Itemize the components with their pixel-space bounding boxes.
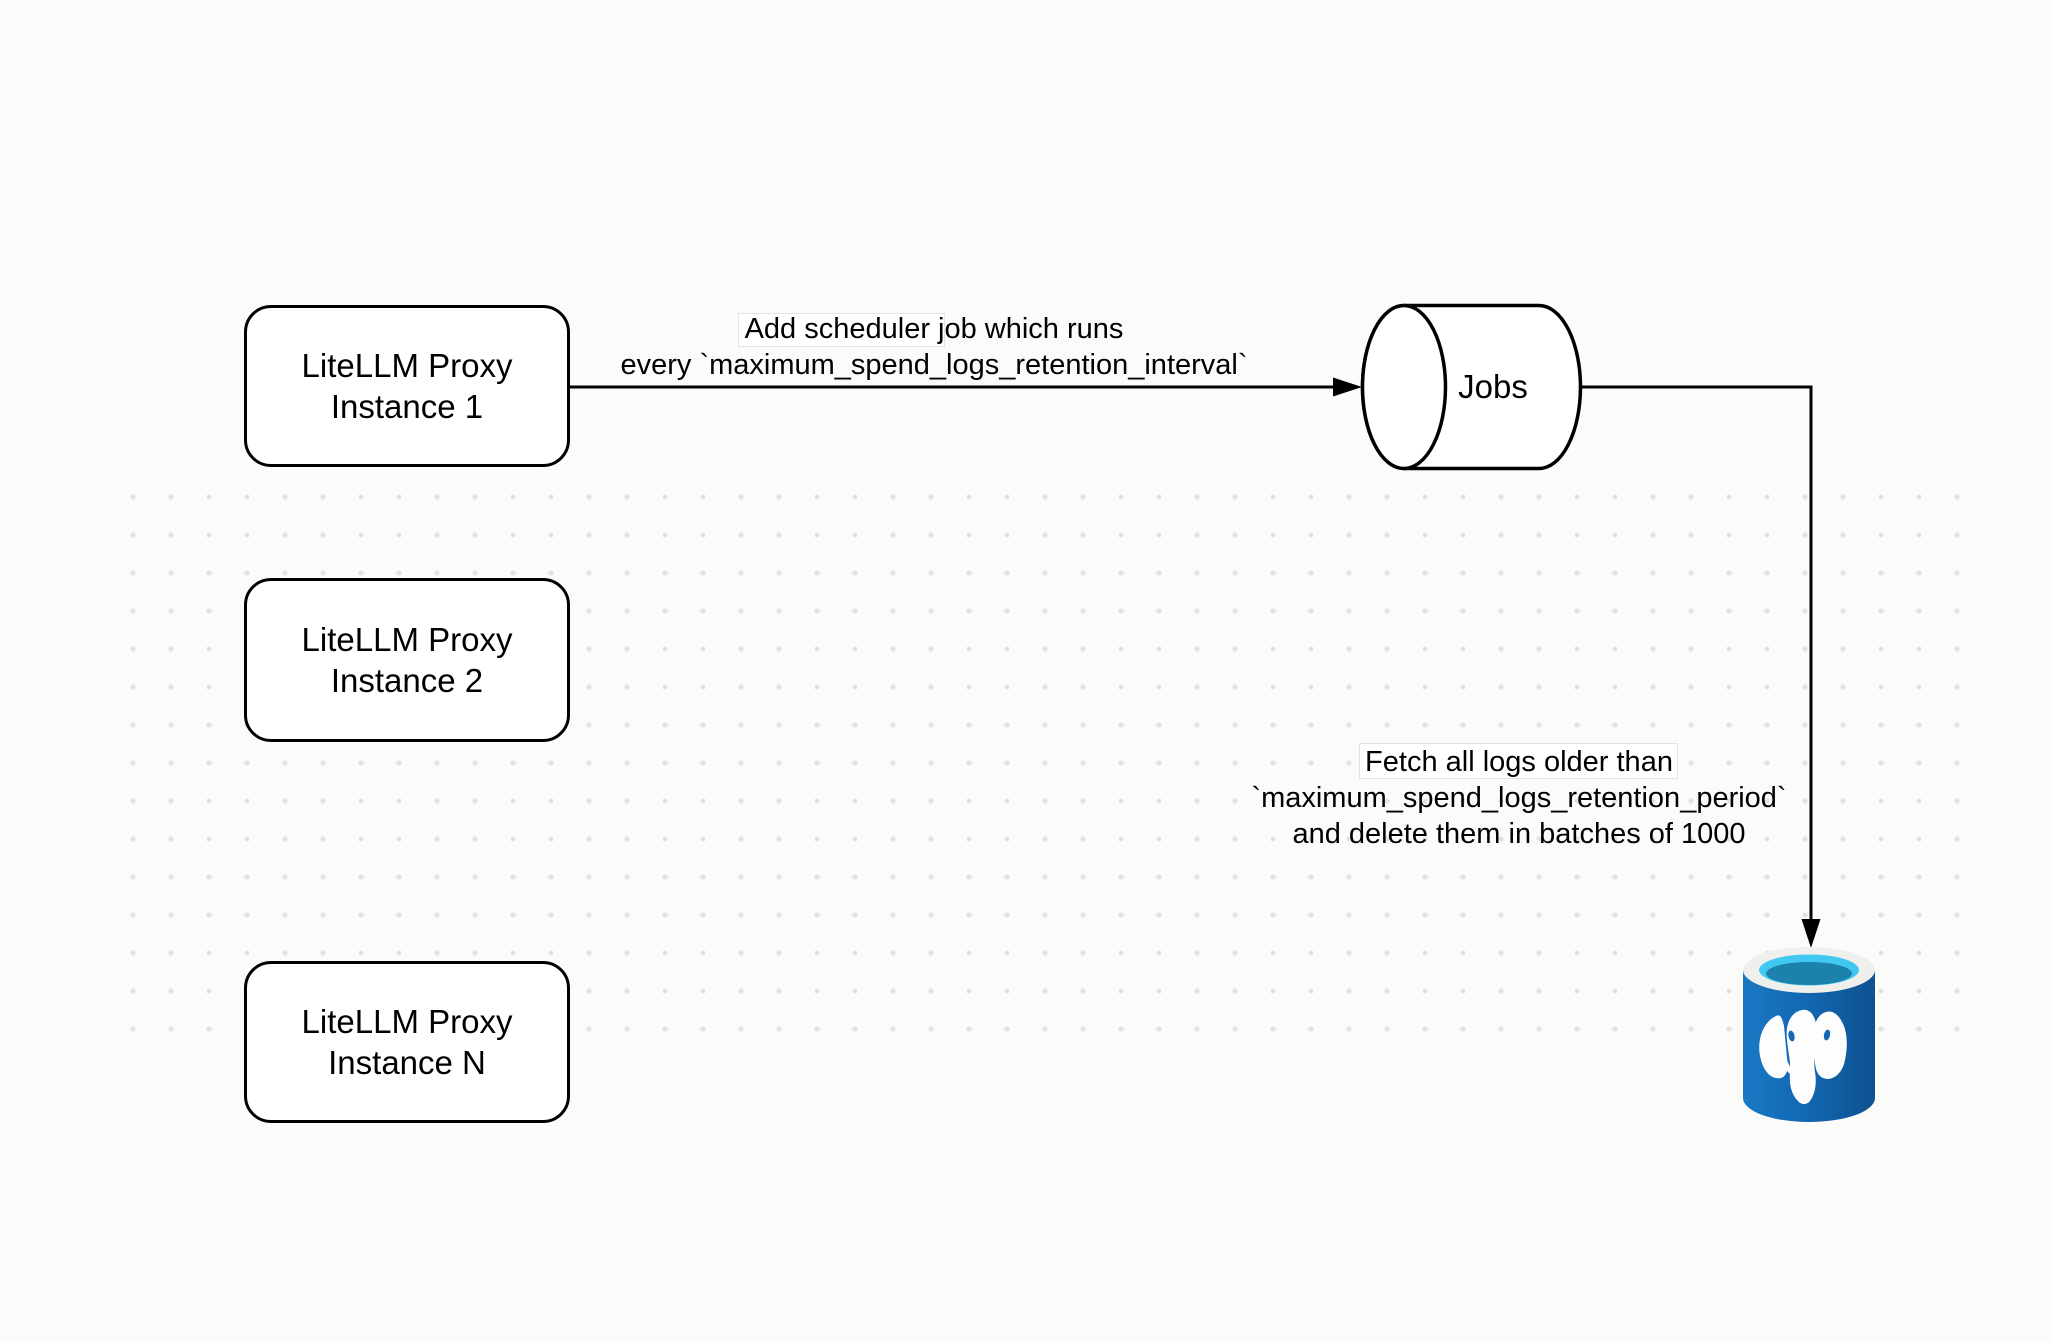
- node-label-line: LiteLLM Proxy: [301, 1003, 513, 1040]
- node-litellm-proxy-instance-1: LiteLLM Proxy Instance 1: [244, 305, 570, 467]
- edge-label-cleanup: Fetch all logs older than `maximum_spend…: [1169, 744, 1869, 852]
- node-label-line: LiteLLM Proxy: [301, 347, 513, 384]
- edge-scheduler-arrow: [570, 377, 1362, 397]
- postgresql-database-icon: [1743, 947, 1875, 1122]
- jobs-queue-label: Jobs: [1458, 368, 1528, 405]
- edge-cleanup-arrow: [1581, 385, 1821, 948]
- elephant-right-eye: [1823, 1029, 1831, 1041]
- arrowhead-down-icon: [1801, 919, 1821, 948]
- arrowhead-right-icon: [1333, 377, 1362, 397]
- elephant-left-eye: [1788, 1030, 1795, 1042]
- edge-label-line: every `maximum_spend_logs_retention_inte…: [620, 349, 1248, 381]
- edge-label-scheduler: Add scheduler job which runs every `maxi…: [584, 311, 1284, 383]
- node-label-line: Instance N: [328, 1044, 486, 1081]
- node-litellm-proxy-instance-2: LiteLLM Proxy Instance 2: [244, 578, 570, 742]
- node-label-line: LiteLLM Proxy: [301, 621, 513, 658]
- edge-label-line: `maximum_spend_logs_retention_period`: [1251, 782, 1787, 814]
- node-litellm-proxy-instance-n: LiteLLM Proxy Instance N: [244, 961, 570, 1123]
- node-label-line: Instance 2: [330, 662, 484, 699]
- jobs-queue-cylinder: [1360, 303, 1583, 471]
- edge-label-line: Add scheduler job which runs: [744, 313, 1124, 345]
- edge-label-line: Fetch all logs older than: [1365, 746, 1673, 778]
- postgres-elephant-icon: [1759, 1009, 1847, 1104]
- node-label-line: Instance 1: [330, 388, 484, 425]
- cleanup-label-chip: [1359, 743, 1678, 779]
- postgres-liquid: [1766, 962, 1852, 985]
- scheduler-label-chip: [738, 313, 945, 347]
- edge-label-line: and delete them in batches of 1000: [1292, 818, 1746, 850]
